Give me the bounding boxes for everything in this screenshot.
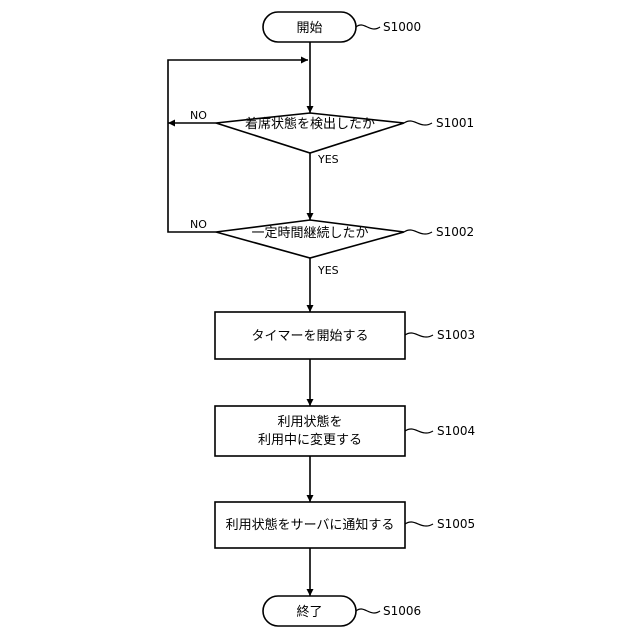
d2-no-label: NO bbox=[190, 218, 207, 231]
d1-ref-leader bbox=[404, 121, 432, 125]
start-ref: S1000 bbox=[383, 20, 421, 34]
timer-ref-leader bbox=[405, 333, 433, 337]
timer-label: タイマーを開始する bbox=[251, 329, 368, 344]
end-ref: S1006 bbox=[383, 604, 421, 618]
d1-label: 着席状態を検出したか bbox=[245, 116, 375, 132]
start-node: 開始 bbox=[263, 12, 356, 42]
d2-label: 一定時間継続したか bbox=[251, 226, 368, 241]
change-label-line1: 利用状態を bbox=[277, 414, 342, 430]
notify-ref-leader bbox=[405, 522, 433, 526]
timer-ref: S1003 bbox=[437, 328, 475, 342]
change-label-line2: 利用中に変更する bbox=[258, 432, 362, 448]
decision-detect-seated: 着席状態を検出したか bbox=[216, 113, 404, 153]
end-ref-leader bbox=[356, 609, 380, 613]
end-node: 終了 bbox=[263, 596, 356, 626]
start-ref-leader bbox=[356, 25, 380, 29]
notify-label: 利用状態をサーバに通知する bbox=[226, 517, 395, 533]
decision-time-elapsed: 一定時間継続したか bbox=[216, 220, 404, 258]
d2-ref: S1002 bbox=[436, 225, 474, 239]
change-ref-leader bbox=[405, 429, 433, 433]
d2-ref-leader bbox=[404, 230, 432, 234]
change-ref: S1004 bbox=[437, 424, 475, 438]
process-notify-server: 利用状態をサーバに通知する bbox=[215, 502, 405, 548]
end-label: 終了 bbox=[296, 604, 322, 620]
process-change-state: 利用状態を 利用中に変更する bbox=[215, 406, 405, 456]
notify-ref: S1005 bbox=[437, 517, 475, 531]
d2-yes-label: YES bbox=[317, 264, 339, 277]
d1-no-label: NO bbox=[190, 109, 207, 122]
start-label: 開始 bbox=[296, 21, 322, 36]
d1-yes-label: YES bbox=[317, 153, 339, 166]
process-start-timer: タイマーを開始する bbox=[215, 312, 405, 359]
d1-ref: S1001 bbox=[436, 116, 474, 130]
